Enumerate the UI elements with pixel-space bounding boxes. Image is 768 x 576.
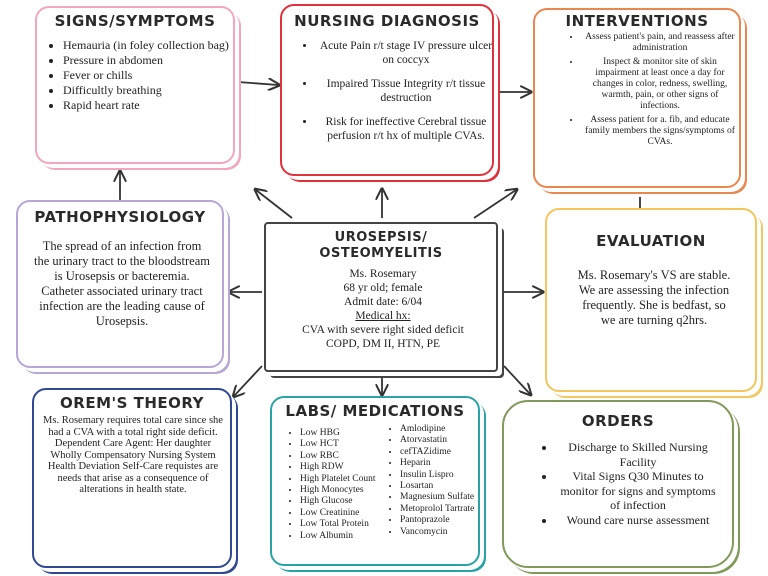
labs-list: Low HBG Low HCT Low RBC High RDW High Pl… [284, 428, 396, 542]
evaluation-title: EVALUATION [596, 232, 706, 250]
list-item: Heparin [400, 458, 494, 469]
list-item: Insulin Lispro [400, 470, 494, 481]
pathophysiology-box: PATHOPHYSIOLOGY The spread of an infecti… [16, 200, 224, 368]
list-item: Impaired Tissue Integrity r/t tissue des… [316, 77, 496, 105]
arrow-center-up-left [256, 190, 293, 219]
orems-theory-text: Ms. Rosemary requires total care since s… [42, 415, 224, 496]
patient-name: Ms. Rosemary [349, 268, 417, 280]
orders-title: ORDERS [581, 412, 655, 430]
list-item: Assess patient's pain, and reassess afte… [581, 32, 739, 54]
signs-symptoms-title: SIGNS/SYMPTOMS [54, 12, 216, 30]
list-item: Metoprolol Tartrate [400, 504, 494, 515]
list-item: High RDW [300, 462, 396, 473]
medical-history-label: Medical hx: [355, 310, 411, 322]
list-item: Hemauria (in foley collection bag) [63, 38, 249, 53]
labs-medications-box: LABS/ MEDICATIONS Low HBG Low HCT Low RB… [270, 396, 480, 566]
labs-medications-title: LABS/ MEDICATIONS [285, 402, 465, 420]
list-item: Vital Signs Q30 Minutes to monitor for s… [556, 469, 720, 513]
list-item: High Glucose [300, 496, 396, 507]
medications-list: Amlodipine Atorvastatin cefTAZidime Hepa… [384, 424, 494, 538]
list-item: Losartan [400, 481, 494, 492]
arrow-center-to-orders [503, 365, 530, 394]
list-item: Discharge to Skilled Nursing Facility [556, 440, 720, 469]
list-item: Low Creatinine [300, 508, 396, 519]
interventions-title: INTERVENTIONS [565, 12, 709, 30]
evaluation-box: EVALUATION Ms. Rosemary's VS are stable.… [545, 208, 757, 392]
nursing-diagnosis-box: NURSING DIAGNOSIS Acute Pain r/t stage I… [280, 4, 494, 176]
arrow-center-up-right [473, 190, 516, 219]
orems-theory-title: OREM'S THEORY [60, 394, 204, 412]
list-item: Acute Pain r/t stage IV pressure ulcer o… [316, 39, 496, 67]
orem-line4: Health Deviation Self-Care requistes are… [47, 461, 219, 495]
list-item: Wound care nurse assessment [556, 513, 720, 528]
evaluation-text: Ms. Rosemary's VS are stable. We are ass… [577, 268, 731, 327]
list-item: Low HCT [300, 439, 396, 450]
signs-symptoms-box: SIGNS/SYMPTOMS Hemauria (in foley collec… [35, 6, 235, 164]
interventions-box: INTERVENTIONS Assess patient's pain, and… [533, 8, 741, 188]
orem-line2: Dependent Care Agent: Her daughter [54, 438, 212, 449]
arrow-signs-to-diagnosis [237, 82, 278, 85]
list-item: Amlodipine [400, 424, 494, 435]
list-item: Low Total Protein [300, 519, 396, 530]
list-item: cefTAZidime [400, 447, 494, 458]
patient-summary-box: UROSEPSIS/ OSTEOMYELITIS Ms. Rosemary 68… [264, 222, 498, 372]
list-item: Pantoprazole [400, 515, 494, 526]
patient-summary-details: Ms. Rosemary 68 yr old; female Admit dat… [278, 267, 488, 351]
list-item: Fever or chills [63, 68, 249, 83]
list-item: High Platelet Count [300, 474, 396, 485]
list-item: Pressure in abdomen [63, 53, 249, 68]
arrow-center-to-orem [234, 365, 263, 396]
interventions-list: Assess patient's pain, and reassess afte… [565, 32, 739, 148]
list-item: Vancomycin [400, 527, 494, 538]
orders-box: ORDERS Discharge to Skilled Nursing Faci… [502, 400, 734, 568]
list-item: Low RBC [300, 451, 396, 462]
medical-history-line2: COPD, DM II, HTN, PE [325, 338, 441, 350]
list-item: Assess patient for a. fib, and educate f… [581, 115, 739, 148]
nursing-diagnosis-title: NURSING DIAGNOSIS [294, 12, 480, 30]
list-item: Inspect & monitor site of skin impairmen… [581, 57, 739, 112]
patient-summary-title-line2: OSTEOMYELITIS [319, 246, 443, 261]
orem-line1: Ms. Rosemary requires total care since s… [43, 415, 223, 438]
pathophysiology-text: The spread of an infection from the urin… [34, 239, 210, 328]
nursing-diagnosis-list: Acute Pain r/t stage IV pressure ulcer o… [300, 39, 496, 143]
list-item: Low Albumin [300, 531, 396, 542]
list-item: Difficultly breathing [63, 83, 249, 98]
orems-theory-box: OREM'S THEORY Ms. Rosemary requires tota… [32, 388, 232, 568]
list-item: Risk for ineffective Cerebral tissue per… [316, 115, 496, 143]
list-item: Rapid heart rate [63, 98, 249, 113]
orders-list: Discharge to Skilled Nursing Facility Vi… [540, 440, 720, 527]
pathophysiology-title: PATHOPHYSIOLOGY [34, 208, 206, 226]
medical-history-line1: CVA with severe right sided deficit [302, 324, 464, 336]
orem-line3: Wholly Compensatory Nursing System [50, 449, 216, 461]
signs-symptoms-list: Hemauria (in foley collection bag) Press… [47, 38, 249, 113]
list-item: Atorvastatin [400, 435, 494, 446]
admit-date: Admit date: 6/04 [344, 296, 422, 308]
list-item: Low HBG [300, 428, 396, 439]
list-item: High Monocytes [300, 485, 396, 496]
list-item: Magnesium Sulfate [400, 492, 494, 503]
patient-age: 68 yr old; female [343, 282, 423, 294]
patient-summary-title-line1: UROSEPSIS/ [334, 230, 428, 245]
